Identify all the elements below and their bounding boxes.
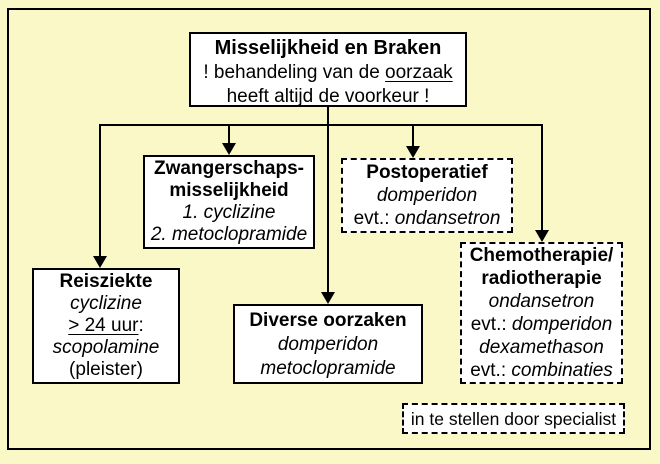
- evt-line: evt.: combinaties: [462, 359, 621, 382]
- arrow-down-reisziekte-icon: [93, 256, 107, 268]
- node-title: Postoperatief: [366, 162, 488, 183]
- subtitle-underlined-text: altijd: [274, 86, 314, 107]
- duration-suffix-text: :: [138, 315, 144, 336]
- evt-drug-text: domperidon: [511, 314, 613, 335]
- arrow-down-zwangerschap-icon: [222, 143, 236, 155]
- node-postoperatief: Postoperatief domperidon evt.: ondansetr…: [341, 158, 513, 233]
- drug-line: dexamethason: [479, 337, 604, 358]
- node-diverse-oorzaken: Diverse oorzaken domperidon metocloprami…: [233, 304, 423, 384]
- drug-line: scopolamine: [52, 337, 160, 358]
- evt-line: evt.: domperidon: [462, 313, 621, 336]
- subtitle-text: ! behandeling van de: [203, 62, 386, 83]
- drug-line: metoclopramide: [260, 358, 396, 379]
- node-title-line1: Zwangerschaps-: [154, 158, 304, 179]
- connector-chemo-line: [541, 124, 543, 232]
- node-subtitle-line2: heeft altijd de voorkeur !: [191, 85, 465, 109]
- node-title: Diverse oorzaken: [249, 310, 407, 331]
- arrow-down-postoperatief-icon: [406, 146, 420, 158]
- evt-prefix-text: evt.:: [470, 360, 512, 381]
- node-title-line2: misselijkheid: [169, 180, 289, 201]
- drug-line: domperidon: [376, 185, 478, 206]
- note-specialist: in te stellen door specialist: [402, 403, 625, 434]
- evt-drug-text: ondansetron: [394, 208, 501, 229]
- form-note-line: (pleister): [69, 359, 143, 380]
- evt-prefix-text: evt.:: [470, 314, 512, 335]
- node-title-line2: radiotherapie: [481, 268, 602, 289]
- arrow-down-chemo-icon: [535, 230, 549, 242]
- evt-line: evt.: ondansetron: [343, 207, 511, 230]
- subtitle-text: heeft: [226, 86, 275, 107]
- node-chemotherapie-radiotherapie: Chemotherapie/ radiotherapie ondansetron…: [460, 242, 623, 384]
- evt-prefix-text: evt.:: [353, 208, 395, 229]
- node-misselijkheid-en-braken: Misselijkheid en Braken ! behandeling va…: [189, 32, 467, 107]
- subtitle-text: de voorkeur !: [313, 86, 430, 107]
- drug-line: domperidon: [277, 334, 379, 355]
- diagram-frame: [7, 8, 651, 450]
- duration-line: > 24 uur:: [34, 315, 178, 337]
- drug-option-line: 1. cyclizine: [182, 202, 276, 223]
- drug-option-line: 2. metoclopramide: [150, 224, 308, 245]
- drug-line: ondansetron: [488, 291, 595, 312]
- duration-underlined-text: > 24 uur: [68, 315, 139, 336]
- note-text: in te stellen door specialist: [410, 408, 617, 429]
- connector-postoperatief-line: [412, 124, 414, 148]
- drug-line: cyclizine: [70, 293, 142, 314]
- connector-branch-hline: [99, 124, 543, 126]
- node-reisziekte: Reisziekte cyclizine > 24 uur: scopolami…: [32, 268, 180, 384]
- evt-drug-text: combinaties: [511, 360, 613, 381]
- connector-reisziekte-line: [99, 124, 101, 258]
- arrow-down-diverse-icon: [321, 292, 335, 304]
- node-title: Misselijkheid en Braken: [214, 37, 442, 59]
- connector-trunk-line: [327, 106, 329, 294]
- node-title-line1: Chemotherapie/: [469, 245, 614, 266]
- node-title: Reisziekte: [59, 271, 153, 292]
- node-zwangerschapsmisselijkheid: Zwangerschaps- misselijkheid 1. cyclizin…: [143, 155, 315, 249]
- connector-zwangerschap-line: [228, 124, 230, 146]
- node-subtitle-line1: ! behandeling van de oorzaak: [191, 61, 465, 85]
- subtitle-underlined-text: oorzaak: [385, 62, 453, 83]
